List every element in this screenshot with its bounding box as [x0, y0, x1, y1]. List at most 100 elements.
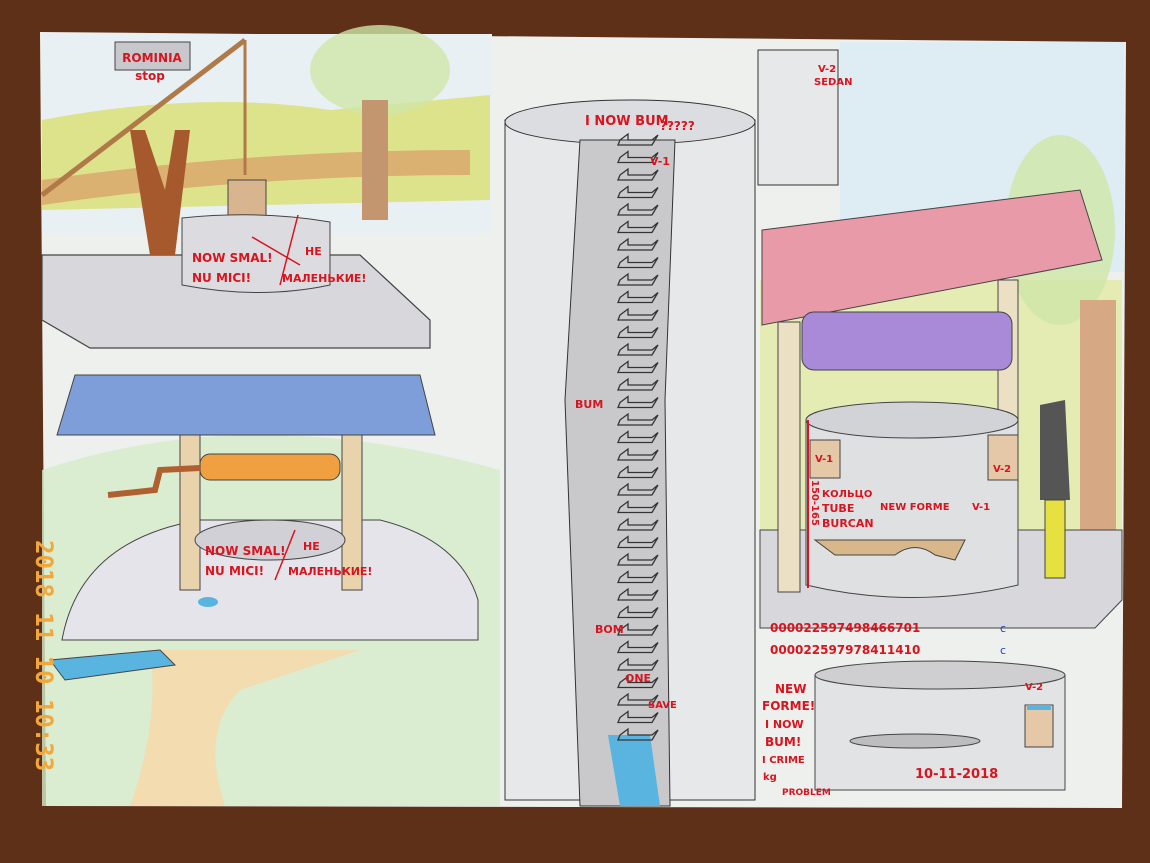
ladder-rungs	[617, 132, 659, 741]
note-kg: kg	[763, 772, 777, 783]
ladder-rung	[617, 465, 659, 479]
note-nu-mici-2: NU MICI!	[205, 564, 264, 578]
ladder-rung	[617, 570, 659, 584]
ladder-rung	[617, 412, 659, 426]
ladder-rung	[617, 185, 659, 199]
ladder-rung	[617, 692, 659, 706]
sign-board	[114, 41, 191, 71]
label-one: ONE	[625, 672, 651, 685]
bottom-right-ring: V-2 10-11-2018 NEW FORME! I NOW BUM! I C…	[762, 660, 1066, 798]
top-left-well-scene: ROMINIA stop NOW SMAL! NU MICI! НЕ МАЛЕН…	[40, 25, 492, 349]
tree-trunk	[362, 100, 388, 220]
photo-timestamp: 2018 11 10 10:33	[30, 540, 58, 771]
top-right-tube: V-2 SEDAN	[757, 49, 852, 186]
label-save: SAVE	[648, 700, 677, 711]
note-new: NEW	[775, 682, 806, 696]
ladder-rung	[617, 727, 659, 741]
shaft-title: I NOW BUM	[585, 114, 669, 129]
name-koltso: КОЛЬЦО	[822, 489, 872, 500]
name-burcan: BURCAN	[822, 517, 874, 530]
ladder-rung	[617, 150, 659, 164]
height-label: 150-165	[809, 480, 820, 526]
ladder-rung	[617, 430, 659, 444]
sign-text: ROMINIA	[122, 51, 182, 65]
number-1: 000022597498466701	[770, 621, 920, 635]
note-problem: PROBLEM	[782, 788, 831, 798]
ladder-rung	[617, 657, 659, 671]
shaft-questions: ?????	[660, 119, 695, 133]
ladder-rung	[617, 237, 659, 251]
note-i-now: I NOW	[765, 718, 804, 731]
name-tube: TUBE	[822, 502, 854, 515]
ladder-rung	[617, 587, 659, 601]
bucket-left	[809, 439, 841, 479]
ladder-rung	[617, 377, 659, 391]
ladder-rung	[617, 342, 659, 356]
tube-version: V-2	[818, 64, 836, 75]
tube-label-sedan: SEDAN	[814, 77, 852, 88]
well-windlass	[199, 453, 341, 481]
ladder-rung	[617, 675, 659, 689]
bucket-v2	[1024, 704, 1054, 748]
note-bum: BUM!	[765, 735, 801, 749]
ladder-rung	[617, 605, 659, 619]
well-roof-red	[761, 189, 1103, 326]
number-2-suffix: c	[1000, 644, 1006, 657]
sign-sub-text: stop	[135, 69, 165, 83]
ladder-rung	[617, 272, 659, 286]
shaft-version: V-1	[650, 155, 670, 168]
note-i-crime: I CRIME	[762, 755, 805, 766]
note-malenkie: МАЛЕНЬКИЕ!	[282, 272, 366, 285]
middle-left-well-scene: NOW SMAL! NU MICI! НЕ МАЛЕНЬКИЕ!	[42, 374, 500, 806]
right-well-scene: V-1 V-2 150-165 КОЛЬЦО TUBE BURCAN NEW F…	[759, 135, 1123, 657]
ladder-rung	[617, 710, 659, 724]
bucket-right-label: V-2	[993, 464, 1011, 475]
tree-canopy	[310, 25, 450, 115]
ladder-rung	[617, 360, 659, 374]
ladder-rung	[617, 395, 659, 409]
note-ne-2: НЕ	[303, 540, 320, 553]
crank-handle	[107, 465, 201, 498]
ladder-rung	[617, 552, 659, 566]
ladder-rung	[617, 482, 659, 496]
shaft-water	[608, 735, 660, 806]
ladder-rung	[617, 622, 659, 636]
ladder-rung	[617, 447, 659, 461]
bench	[813, 539, 966, 561]
ladder-rung	[617, 535, 659, 549]
label-bum: BUM	[575, 398, 603, 411]
forked-post	[130, 130, 190, 255]
water-trough	[49, 649, 177, 681]
new-forme-label: NEW FORME	[880, 502, 950, 513]
note-now-smal: NOW SMAL!	[192, 251, 273, 265]
person	[1044, 499, 1066, 579]
well-version: V-1	[972, 502, 990, 513]
drawing-date: 10-11-2018	[915, 767, 998, 782]
ladder-rung	[617, 307, 659, 321]
ladder-rung	[617, 517, 659, 531]
number-1-suffix: c	[1000, 622, 1006, 635]
path	[130, 650, 360, 806]
ladder-rung	[617, 290, 659, 304]
note-forme: FORME!	[762, 699, 815, 713]
note-ne: НЕ	[305, 245, 322, 258]
note-nu-mici: NU MICI!	[192, 271, 251, 285]
ladder-rung	[617, 220, 659, 234]
bucket-right	[987, 434, 1019, 481]
ladder-rung	[617, 640, 659, 654]
ring-version: V-2	[1025, 682, 1043, 693]
ladder-rung	[617, 167, 659, 181]
well-sweep-pole	[40, 38, 247, 197]
ladder-rung	[617, 255, 659, 269]
well-windlass-purple	[801, 311, 1013, 371]
well-roof	[56, 374, 436, 436]
ladder-rung	[617, 325, 659, 339]
ladder-rung	[617, 202, 659, 216]
ladder-rung	[617, 500, 659, 514]
note-now-smal-2: NOW SMAL!	[205, 544, 286, 558]
ladder-rung	[617, 132, 659, 146]
label-bom: BOM	[595, 623, 624, 636]
center-shaft: I NOW BUM ????? V-1 BUM BOM ONE SAVE	[504, 99, 756, 807]
note-malenkie-2: МАЛЕНЬКИЕ!	[288, 565, 372, 578]
